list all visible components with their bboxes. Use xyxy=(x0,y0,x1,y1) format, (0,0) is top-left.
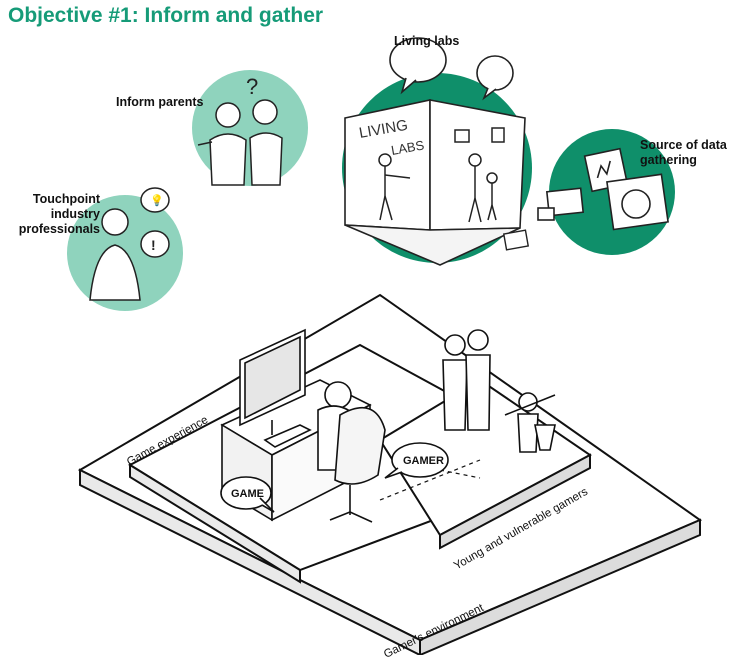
exclamation-icon: ! xyxy=(151,237,156,253)
living-labs-label: Living labs xyxy=(394,34,460,48)
lab-note xyxy=(502,229,530,251)
parents-sketch xyxy=(197,99,283,186)
gamer-sketch xyxy=(317,381,386,523)
game-bubble xyxy=(220,476,275,513)
page-title: Objective #1: Inform and gather xyxy=(8,4,324,27)
inform-parents-label: Inform parents xyxy=(116,95,204,109)
question-mark-icon: ? xyxy=(246,74,258,99)
touchpoint-label: Touchpoint industry professionals xyxy=(18,192,100,236)
family-sketch xyxy=(442,329,556,453)
gamer-bubble-text: GAMER xyxy=(403,455,444,467)
lab-people xyxy=(378,127,505,223)
lightbulb-icon: 💡 xyxy=(150,194,164,207)
lab-speech-bubbles xyxy=(389,37,514,101)
sketch-labs: LABS xyxy=(390,137,426,158)
dashed-line xyxy=(379,459,481,501)
dashed-line-2 xyxy=(439,469,481,479)
data-gathering-label: Source of data gathering xyxy=(640,138,727,167)
game-bubble-text: GAME xyxy=(231,488,264,500)
touchpoint-sketch xyxy=(89,187,170,301)
gamer-bubble xyxy=(384,442,449,479)
data-papers xyxy=(537,147,669,231)
